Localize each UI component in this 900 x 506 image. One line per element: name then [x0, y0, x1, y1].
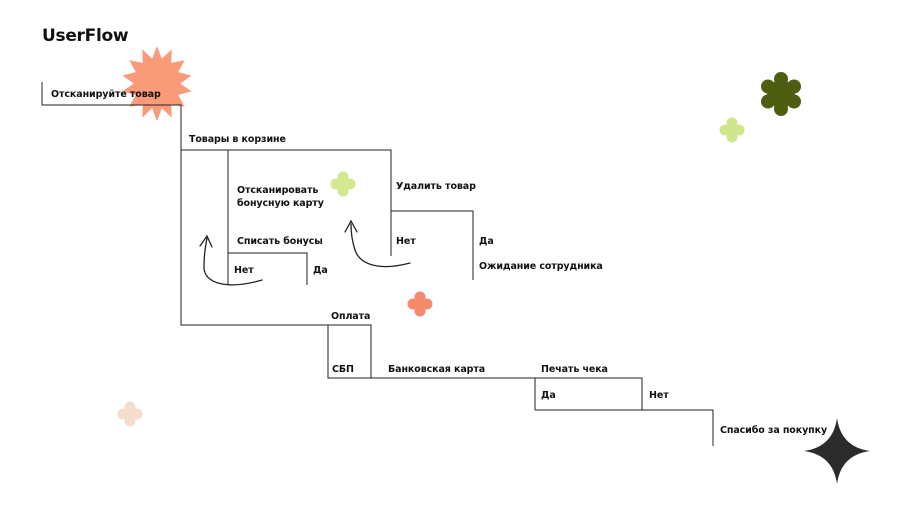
- node-receipt-yes: Да: [541, 390, 556, 401]
- light-green-cross-icon: [330, 171, 356, 197]
- four-point-star-icon: [804, 418, 870, 484]
- light-green-cross-icon: [719, 117, 745, 143]
- node-bonus-no: Нет: [234, 265, 254, 276]
- orange-burst-icon: [122, 46, 192, 121]
- node-scan-bonus-card: Отсканировать бонусную карту: [237, 185, 324, 209]
- page-title: UserFlow: [42, 26, 129, 46]
- node-sbp: СБП: [332, 364, 354, 375]
- return-arrow-delete: [344, 219, 411, 268]
- node-bank-card: Банковская карта: [388, 364, 486, 375]
- node-delete-no: Нет: [396, 236, 416, 247]
- node-receipt-no: Нет: [649, 390, 669, 401]
- flow-connectors: [41, 82, 714, 446]
- node-delete-yes: Да: [479, 236, 494, 247]
- node-use-bonuses: Списать бонусы: [237, 236, 323, 247]
- node-payment: Оплата: [331, 311, 371, 322]
- node-scan-item: Отсканируйте товар: [51, 89, 161, 100]
- return-arrow-bonus: [199, 234, 263, 286]
- node-print-receipt: Печать чека: [541, 364, 608, 375]
- node-wait-staff: Ожидание сотрудника: [479, 261, 603, 272]
- node-cart-items: Товары в корзине: [189, 134, 286, 145]
- node-thanks: Спасибо за покупку: [720, 425, 828, 436]
- green-flower-icon: [761, 72, 801, 116]
- node-bonus-yes: Да: [313, 265, 328, 276]
- node-delete-item: Удалить товар: [396, 181, 476, 192]
- peach-cross-icon: [117, 401, 143, 427]
- coral-cross-icon: [407, 291, 433, 317]
